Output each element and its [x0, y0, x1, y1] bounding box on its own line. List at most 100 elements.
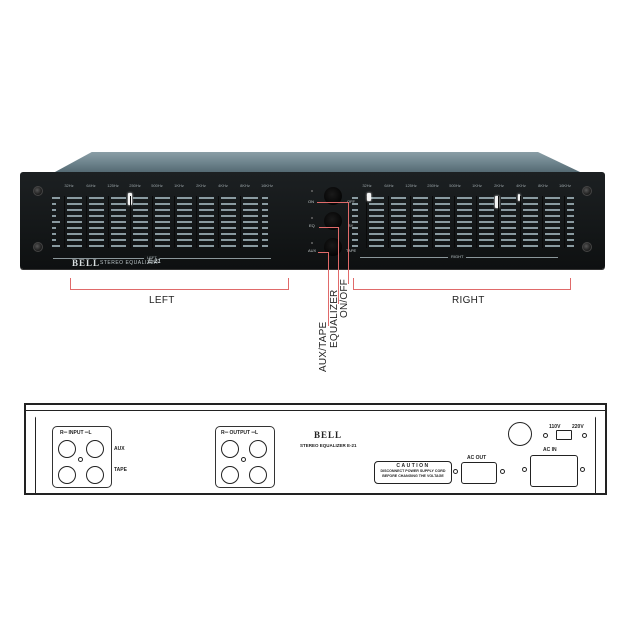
ac-out-socket[interactable] — [461, 462, 497, 484]
caution-label: CAUTION DISCONNECT POWER SUPPLY CORD BEF… — [374, 461, 452, 484]
slider-16khz-right[interactable] — [564, 196, 576, 248]
screw-icon — [33, 242, 43, 252]
slider-500hz-left[interactable] — [130, 196, 150, 248]
fuse-holder[interactable] — [508, 422, 532, 446]
aux-tape-annotation: AUX/TAPE — [318, 321, 329, 372]
ac-in-socket[interactable] — [530, 455, 578, 487]
led-icon — [311, 190, 313, 192]
slider-2khz-left[interactable] — [174, 196, 194, 248]
rca-jack-tape-l[interactable] — [86, 466, 104, 484]
screw-icon — [582, 242, 592, 252]
switch-label: EQ — [309, 223, 315, 228]
mount-screw — [580, 467, 585, 472]
slider-4khz-right[interactable] — [520, 196, 540, 248]
rear-brand-logo: BELL — [314, 430, 343, 440]
freq-label: 32Hz — [362, 183, 372, 188]
slider-8khz-right[interactable] — [542, 196, 562, 248]
screw-icon — [33, 186, 43, 196]
left-section-line — [53, 258, 271, 259]
slider-64hz-left[interactable] — [64, 196, 84, 248]
leader-line — [318, 252, 329, 253]
freq-label: 250Hz — [427, 183, 439, 188]
freq-label: 16KHz — [260, 183, 273, 188]
leader-line — [328, 252, 329, 326]
input-label: R═ INPUT ═L — [60, 430, 92, 436]
right-section-label: RIGHT — [448, 254, 467, 259]
caution-title: CAUTION — [396, 463, 430, 469]
power-button[interactable] — [324, 187, 342, 205]
rear-panel-lip — [24, 403, 607, 411]
caution-line: DISCONNECT POWER SUPPLY CORD — [380, 469, 446, 473]
rear-model-text: STEREO EQUALIZER E-21 — [300, 443, 357, 448]
slider-2khz-right[interactable] — [498, 194, 520, 248]
left-section-label: LEFT — [144, 255, 160, 260]
rca-jack-out-l2[interactable] — [249, 466, 267, 484]
slider-500hz-right[interactable] — [454, 196, 474, 248]
leader-line — [338, 227, 339, 304]
aux-tape-button[interactable] — [324, 238, 342, 256]
rear-panel-side — [595, 403, 607, 495]
freq-label: 8KHz — [240, 183, 250, 188]
caution-line: BEFORE CHANGING THE VOLTAGE — [382, 473, 444, 478]
rca-jack-aux-r[interactable] — [58, 440, 76, 458]
slider-8khz-left[interactable] — [218, 196, 238, 248]
freq-label: 2KHz — [494, 183, 504, 188]
output-label: R═ OUTPUT ═L — [221, 430, 259, 436]
db-scale — [352, 196, 364, 248]
freq-label: 500Hz — [449, 183, 461, 188]
rca-jack-out-r2[interactable] — [221, 466, 239, 484]
slider-16khz-left[interactable] — [240, 196, 260, 248]
slider-32hz-right[interactable] — [366, 193, 386, 248]
mount-screw — [543, 433, 548, 438]
brand-logo: BELL — [72, 258, 101, 268]
freq-label: 4KHz — [218, 183, 228, 188]
freq-label: 64Hz — [384, 183, 394, 188]
rca-jack-aux-l[interactable] — [86, 440, 104, 458]
switch-label: AUX — [308, 248, 317, 253]
switch-label: OFF — [347, 199, 355, 204]
equalizer-annotation: EQUALIZER — [329, 289, 340, 348]
slider-32hz-left[interactable] — [50, 196, 62, 248]
right-bracket — [353, 278, 571, 290]
model-description: STEREO EQUALIZER — [100, 260, 159, 266]
freq-label: 8KHz — [538, 183, 548, 188]
freq-label: 4KHz — [516, 183, 526, 188]
voltage-selector-switch[interactable] — [556, 430, 572, 440]
rca-jack-tape-r[interactable] — [58, 466, 76, 484]
left-slider-bank — [50, 193, 274, 248]
led-icon — [311, 242, 313, 244]
freq-label: 500Hz — [151, 183, 163, 188]
slider-4khz-left[interactable] — [196, 196, 216, 248]
on-off-annotation: ON/OFF — [339, 279, 350, 318]
freq-label: 1KHz — [472, 183, 482, 188]
equalizer-top-lid — [55, 152, 580, 172]
freq-label: 2KHz — [196, 183, 206, 188]
mount-screw — [500, 469, 505, 474]
freq-label: 1KHz — [174, 183, 184, 188]
freq-label: 16KHz — [558, 183, 571, 188]
right-annotation: RIGHT — [452, 295, 485, 306]
leader-line — [319, 227, 339, 228]
slider-64hz-right[interactable] — [388, 196, 408, 248]
slider-125hz-left[interactable] — [86, 196, 106, 248]
slider-250hz-right[interactable] — [432, 196, 452, 248]
right-slider-bank — [352, 193, 576, 248]
rca-jack-out-l[interactable] — [249, 440, 267, 458]
left-annotation: LEFT — [149, 295, 175, 306]
slider-knob[interactable] — [495, 196, 499, 208]
slider-knob[interactable] — [367, 193, 371, 201]
slider-knob[interactable] — [518, 194, 520, 201]
left-bracket — [70, 278, 289, 290]
slider-1khz-left[interactable] — [152, 196, 172, 248]
db-scale — [262, 196, 274, 248]
rca-jack-out-r[interactable] — [221, 440, 239, 458]
input-jack-panel: R═ INPUT ═L — [52, 426, 112, 488]
switch-label: TAPE — [346, 248, 357, 253]
slider-250hz-left[interactable] — [108, 193, 132, 248]
equalizer-bypass-button[interactable] — [324, 212, 342, 230]
voltage-110-label: 110V — [549, 424, 561, 430]
led-icon — [311, 217, 313, 219]
slider-1khz-right[interactable] — [476, 196, 499, 248]
aux-label: AUX — [114, 446, 125, 452]
slider-125hz-right[interactable] — [410, 196, 430, 248]
